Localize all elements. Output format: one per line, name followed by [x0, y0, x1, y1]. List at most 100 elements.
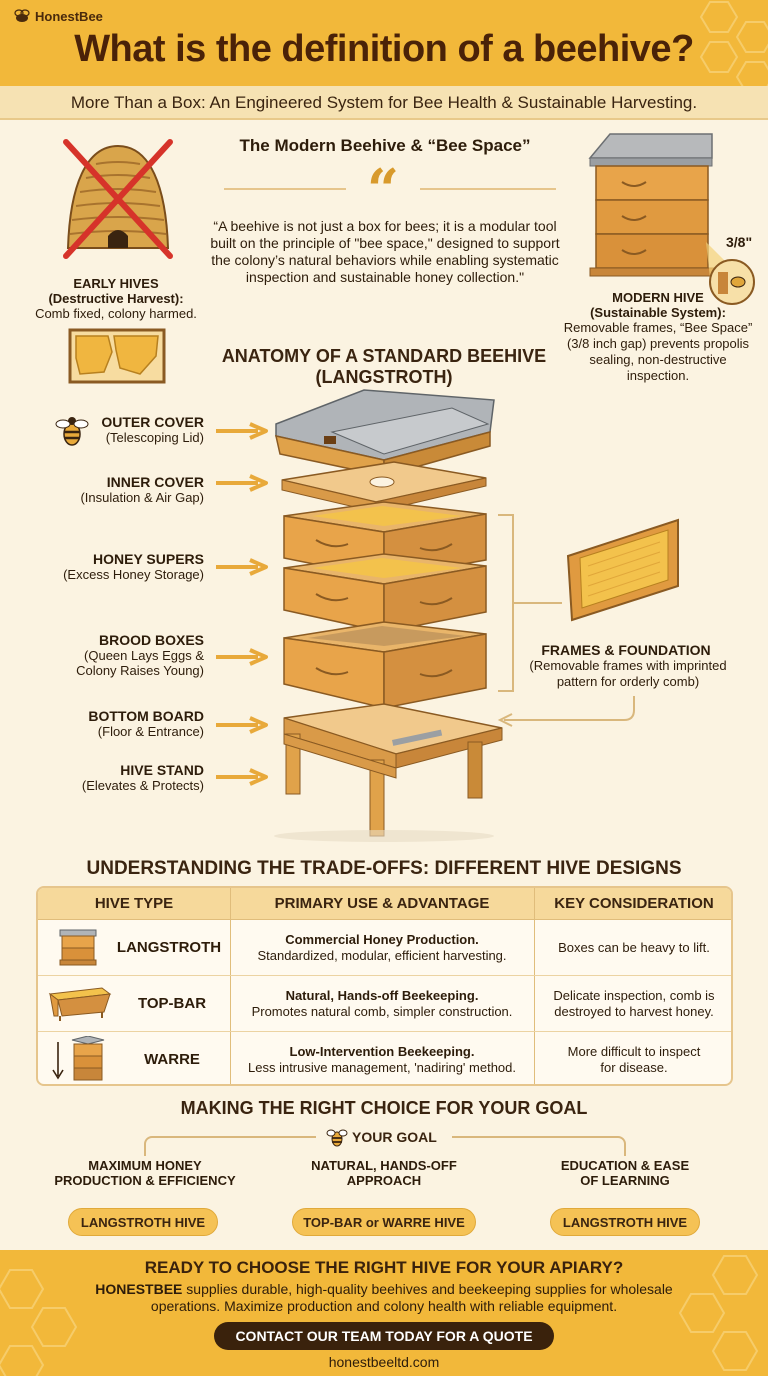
- header-hive-type: HIVE TYPE: [94, 895, 174, 912]
- arrow-right-icon: [216, 474, 268, 492]
- part-honey-supers: HONEY SUPERS (Excess Honey Storage): [30, 551, 204, 582]
- part-honey-supers-name: HONEY SUPERS: [93, 551, 204, 567]
- consideration-langstroth-line1: Boxes can be heavy to lift.: [558, 940, 710, 955]
- page-subtitle: More Than a Box: An Engineered System fo…: [70, 93, 698, 112]
- goal-option-3-line1: EDUCATION & EASE: [560, 1158, 690, 1173]
- use-warre-bold: Low-Intervention Beekeeping.: [289, 1044, 475, 1059]
- goal-option-2: NATURAL, HANDS-OFF APPROACH: [284, 1158, 484, 1188]
- quote-mark-icon: “: [366, 157, 400, 223]
- part-inner-cover: INNER COVER (Insulation & Air Gap): [40, 474, 204, 505]
- arrow-right-icon: [216, 648, 268, 666]
- brand-name: HonestBee: [35, 8, 103, 24]
- honeycomb-decoration-icon: [678, 1255, 759, 1371]
- part-brood-boxes-desc2: Colony Raises Young): [76, 663, 204, 678]
- part-outer-cover: OUTER COVER (Telescoping Lid): [60, 414, 204, 445]
- anatomy-subtitle: (LANGSTROTH): [315, 367, 453, 387]
- brand-logo[interactable]: HonestBee: [12, 8, 103, 24]
- bee-icon: [326, 1129, 348, 1147]
- consideration-warre-line1: More difficult to inspect: [567, 1044, 701, 1059]
- arrow-right-icon: [216, 716, 268, 734]
- goal-option-1-line2: PRODUCTION & EFFICIENCY: [54, 1173, 236, 1188]
- frames-desc-line1: (Removable frames with imprinted: [529, 658, 727, 673]
- modern-hive-title: MODERN HIVE: [612, 290, 704, 305]
- table-divider: [230, 888, 231, 1084]
- honeycomb-decoration-icon: [0, 1269, 78, 1376]
- table-row: LANGSTROTH Commercial Honey Production. …: [38, 920, 731, 976]
- part-outer-cover-name: OUTER COVER: [101, 414, 204, 430]
- header-banner: [0, 0, 768, 86]
- bee-icon: [55, 417, 89, 446]
- frames-desc-line2: pattern for orderly comb): [556, 674, 700, 689]
- arrow-right-icon: [216, 558, 268, 576]
- hive-type-top-bar: TOP-BAR: [137, 995, 207, 1012]
- early-hives-title: EARLY HIVES: [73, 276, 159, 291]
- consideration-warre-line2: for disease.: [600, 1060, 668, 1075]
- header-key-consideration: KEY CONSIDERATION: [554, 895, 714, 912]
- consideration-warre: More difficult to inspect for disease.: [534, 1032, 731, 1084]
- hive-type-langstroth: LANGSTROTH: [116, 939, 222, 956]
- part-bottom-board-name: BOTTOM BOARD: [88, 708, 204, 724]
- goal-option-2-line2: APPROACH: [346, 1173, 422, 1188]
- modern-hive-icon: [588, 133, 755, 305]
- footer-text-line2: operations. Maximize production and colo…: [150, 1298, 618, 1314]
- honeycomb-decoration-icon: [699, 0, 768, 86]
- top-bar-hive-icon: [48, 987, 112, 1021]
- recommend-langstroth-button[interactable]: LANGSTROTH HIVE: [68, 1208, 218, 1236]
- bee-space-heading: The Modern Beehive & “Bee Space”: [239, 136, 531, 155]
- goal-option-1-line1: MAXIMUM HONEY: [88, 1158, 202, 1173]
- part-honey-supers-desc: (Excess Honey Storage): [63, 567, 204, 582]
- table-row: TOP-BAR Natural, Hands-off Beekeeping. P…: [38, 976, 731, 1032]
- frames-bracket-link: [514, 602, 562, 604]
- quote-divider-right: [420, 188, 556, 190]
- part-inner-cover-name: INNER COVER: [106, 474, 204, 490]
- website-link[interactable]: honestbeeltd.com: [328, 1354, 440, 1370]
- consideration-top-bar: Delicate inspection, comb is destroyed t…: [534, 976, 731, 1032]
- hive-type-warre: WARRE: [144, 1051, 200, 1068]
- footer-text-1: supplies durable, high-quality beehives …: [182, 1281, 673, 1297]
- footer-text-line1: HONESTBEE supplies durable, high-quality…: [40, 1281, 728, 1298]
- use-warre-text: Less intrusive management, 'nadiring' me…: [248, 1060, 516, 1075]
- bee-logo-icon: [14, 9, 30, 22]
- early-hives-desc: Comb fixed, colony harmed.: [35, 306, 197, 321]
- table-row: WARRE Low-Intervention Beekeeping. Less …: [38, 1032, 731, 1084]
- quote-divider-left: [224, 188, 346, 190]
- warre-hive-icon: [52, 1036, 105, 1081]
- your-goal-label: YOUR GOAL: [352, 1129, 437, 1145]
- choice-title: MAKING THE RIGHT CHOICE FOR YOUR GOAL: [180, 1098, 588, 1118]
- frames-bracket: [498, 514, 514, 692]
- frame-foundation-icon: [566, 518, 679, 622]
- footer-heading: READY TO CHOOSE THE RIGHT HIVE FOR YOUR …: [144, 1258, 624, 1277]
- part-hive-stand-desc: (Elevates & Protects): [81, 778, 204, 793]
- recommend-top-bar-warre-button[interactable]: TOP-BAR or WARRE HIVE: [292, 1208, 476, 1236]
- use-langstroth-bold: Commercial Honey Production.: [285, 932, 479, 947]
- contact-cta-button[interactable]: CONTACT OUR TEAM TODAY FOR A QUOTE: [214, 1322, 554, 1350]
- part-hive-stand-name: HIVE STAND: [120, 762, 204, 778]
- use-langstroth-text: Standardized, modular, efficient harvest…: [257, 948, 507, 963]
- table-header: HIVE TYPE PRIMARY USE & ADVANTAGE KEY CO…: [38, 888, 731, 920]
- goal-option-1: MAXIMUM HONEY PRODUCTION & EFFICIENCY: [40, 1158, 250, 1188]
- arrow-right-icon: [216, 768, 268, 786]
- anatomy-title: ANATOMY OF A STANDARD BEEHIVE: [221, 346, 547, 366]
- arrow-left-icon: [497, 696, 635, 727]
- subtitle-bar: More Than a Box: An Engineered System fo…: [0, 86, 768, 120]
- part-inner-cover-desc: (Insulation & Air Gap): [80, 490, 204, 505]
- part-brood-boxes-name: BROOD BOXES: [98, 632, 204, 648]
- part-brood-boxes: BROOD BOXES (Queen Lays Eggs & Colony Ra…: [30, 632, 204, 678]
- use-warre: Low-Intervention Beekeeping. Less intrus…: [230, 1032, 534, 1084]
- skep-crossed-out-icon: [63, 139, 173, 259]
- consideration-langstroth: Boxes can be heavy to lift.: [534, 920, 731, 976]
- footer-banner: [0, 1250, 768, 1376]
- modern-hive-desc: Removable frames, “Bee Space” (3/8 inch …: [563, 320, 753, 383]
- use-top-bar-text: Promotes natural comb, simpler construct…: [251, 1004, 513, 1019]
- langstroth-hive-icon: [59, 929, 97, 966]
- recommend-langstroth-button[interactable]: LANGSTROTH HIVE: [550, 1208, 700, 1236]
- early-hives-subtitle: (Destructive Harvest):: [48, 291, 184, 306]
- use-top-bar-bold: Natural, Hands-off Beekeeping.: [285, 988, 479, 1003]
- langstroth-hive-exploded-icon: [274, 389, 503, 842]
- part-bottom-board: BOTTOM BOARD (Floor & Entrance): [30, 708, 204, 739]
- part-brood-boxes-desc: (Queen Lays Eggs &: [84, 648, 204, 663]
- goal-option-3: EDUCATION & EASE OF LEARNING: [530, 1158, 720, 1188]
- page-title: What is the definition of a beehive?: [74, 28, 694, 70]
- fixed-comb-frame-icon: [68, 328, 166, 384]
- header-primary-use: PRIMARY USE & ADVANTAGE: [274, 895, 490, 912]
